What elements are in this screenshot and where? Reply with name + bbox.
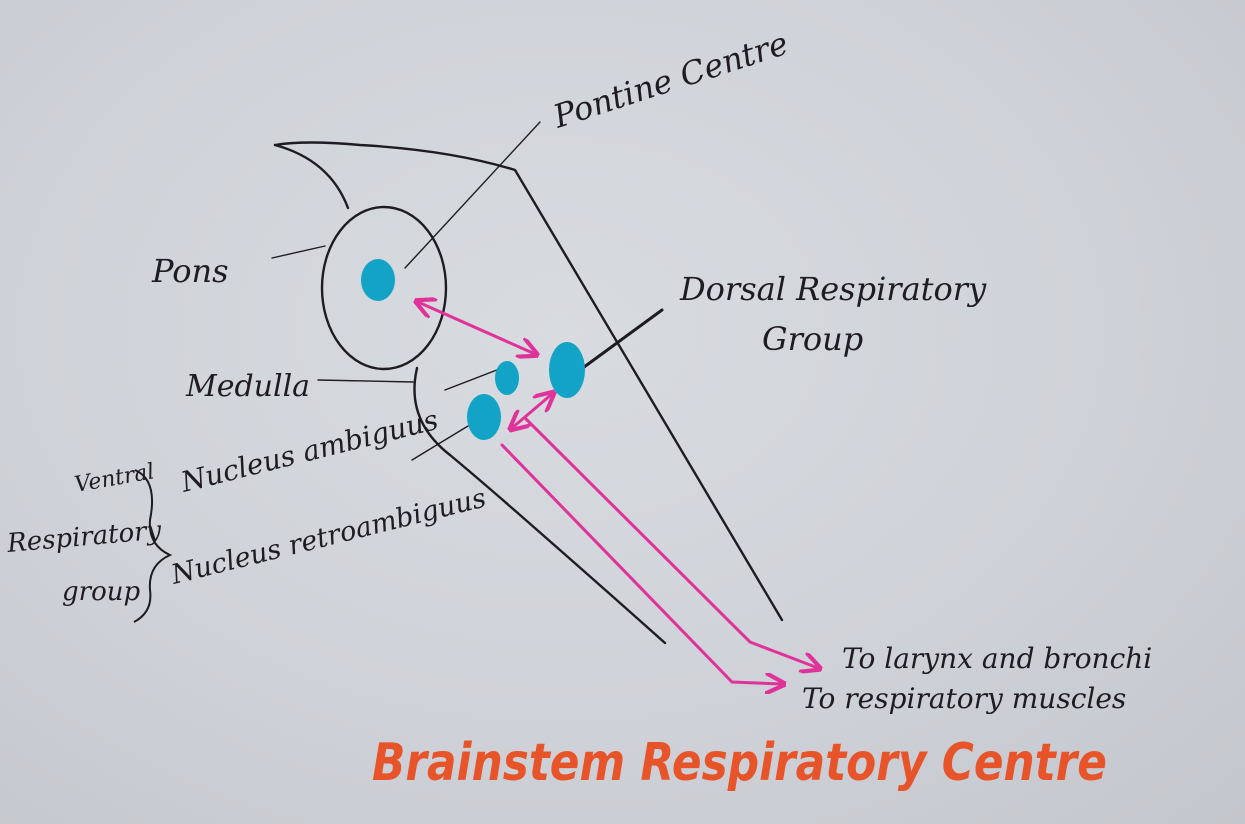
- midbrain-left-curve: [273, 143, 350, 210]
- nucleus-ambiguus-leader-line: [444, 367, 503, 391]
- pons-outline: [320, 205, 448, 371]
- medulla-leader-line: [317, 379, 414, 383]
- ventral-group-bracket: [133, 469, 173, 623]
- nucleus-retroambiguus-leader-line: [411, 425, 469, 461]
- nucleus-retroambiguus-label: Nucleus retroambiguus: [167, 483, 489, 591]
- ventral-label-line2: Respiratory: [5, 516, 163, 559]
- medulla-outline: [413, 366, 667, 645]
- pons-leader-line: [271, 245, 326, 259]
- dorsal-respiratory-group-label-line2: Group: [762, 320, 863, 358]
- midbrain-outline: [273, 141, 784, 622]
- dorsal-respiratory-group-nucleus: [549, 342, 585, 398]
- pontine-centre-label: Pontine Centre: [548, 24, 793, 136]
- pontine-centre-nucleus: [361, 259, 395, 301]
- nucleus-ambiguus-label: Nucleus ambiguus: [177, 403, 442, 499]
- pons-label: Pons: [151, 252, 229, 290]
- to-larynx-label: To larynx and bronchi: [842, 642, 1152, 675]
- diagram-title: Brainstem Respiratory Centre: [372, 733, 1107, 793]
- to-muscles-label: To respiratory muscles: [802, 682, 1126, 715]
- nucleus-retroambiguus-dot: [467, 394, 501, 440]
- dorsal-respiratory-group-label-line1: Dorsal Respiratory: [679, 270, 987, 308]
- ventral-label-line3: group: [62, 577, 140, 607]
- drg-vrg-arrow: [512, 394, 552, 428]
- to-muscles-tract: [500, 443, 782, 684]
- to-larynx-tract: [523, 416, 818, 668]
- pontine-leader-line: [404, 121, 541, 269]
- nucleus-ambiguus-dot: [495, 361, 519, 395]
- dorsal-leader-line: [578, 308, 664, 372]
- medulla-label: Medulla: [185, 369, 310, 404]
- pons-drg-arrow: [418, 302, 535, 354]
- ventral-label-line1: Ventral: [73, 459, 157, 498]
